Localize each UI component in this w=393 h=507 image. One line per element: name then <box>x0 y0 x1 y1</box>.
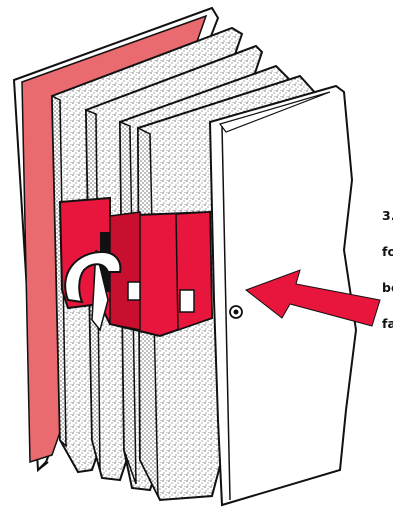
step-caption: 3. fo be fa <box>382 186 393 354</box>
caption-line-1: 3. <box>382 210 393 222</box>
caption-line-3: be <box>382 282 393 294</box>
caption-line-2: fo <box>382 246 393 258</box>
caption-line-4: fa <box>382 318 393 330</box>
